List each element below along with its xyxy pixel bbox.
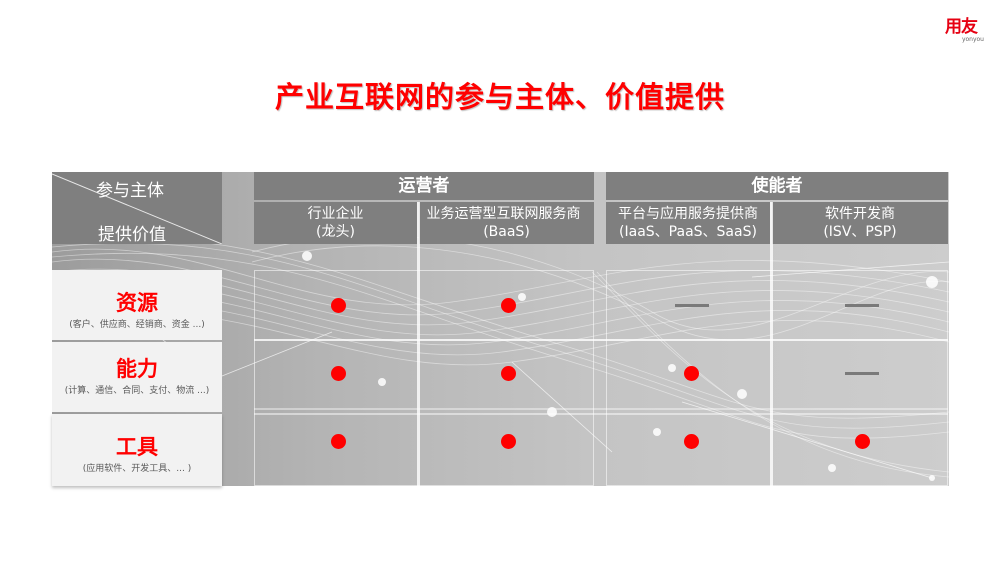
logo-text-cn: 用友 [945, 17, 978, 37]
yonyou-logo: 用友 yonyou [938, 18, 984, 43]
marker-dot-resources-industry [331, 298, 346, 313]
row-title: 工具 [116, 435, 158, 459]
column-divider [770, 202, 773, 486]
marker-dot-tools-baas [501, 434, 516, 449]
slide-title: 产业互联网的参与主体、价值提供 [274, 80, 725, 114]
row-divider [254, 408, 948, 410]
row-divider [254, 413, 948, 415]
corner-bottom-label: 提供价值 [98, 225, 166, 245]
grid-operators [254, 270, 594, 486]
column-sub: (BaaS) [483, 224, 530, 240]
column-name: 业务运营型互联网服务商 [426, 206, 581, 222]
row-desc: (计算、通信、合同、支付、物流 ...) [64, 386, 210, 396]
group-header-enablers: 使能者 [606, 172, 948, 200]
row-label-resources: 资源 (客户、供应商、经销商、资金 ...) [52, 270, 222, 340]
marker-dot-capabilities-baas [501, 366, 516, 381]
marker-dot-capabilities-industry [331, 366, 346, 381]
marker-dash-resources-platform [675, 304, 709, 307]
column-sub: (IaaS、PaaS、SaaS) [619, 224, 757, 240]
row-desc: (客户、供应商、经销商、资金 ...) [69, 320, 205, 330]
marker-dot-tools-industry [331, 434, 346, 449]
column-header-software-developer: 软件开发商 (ISV、PSP) [772, 202, 948, 244]
row-label-capabilities: 能力 (计算、通信、合同、支付、物流 ...) [52, 342, 222, 412]
column-name: 行业企业 [307, 206, 364, 222]
column-sub: (ISV、PSP) [823, 224, 897, 240]
row-desc: (应用软件、开发工具、... ) [82, 464, 192, 474]
group-header-operators: 运营者 [254, 172, 594, 200]
marker-dash-resources-software [845, 304, 879, 307]
marker-dot-tools-platform [684, 434, 699, 449]
diagonal-divider [52, 173, 222, 244]
column-divider [417, 202, 420, 486]
column-sub: (龙头) [316, 224, 355, 240]
column-header-industry-enterprise: 行业企业 (龙头) [254, 202, 417, 244]
row-title: 能力 [116, 357, 158, 381]
logo-text-en: yonyou [961, 36, 984, 43]
column-name: 平台与应用服务提供商 [618, 206, 758, 222]
corner-header: 参与主体 提供价值 [52, 172, 222, 245]
marker-dash-capabilities-software [845, 372, 879, 375]
row-label-tools: 工具 (应用软件、开发工具、... ) [52, 414, 222, 486]
marker-dot-tools-software [855, 434, 870, 449]
row-divider [254, 339, 948, 341]
row-title: 资源 [116, 291, 158, 315]
marker-dot-resources-baas [501, 298, 516, 313]
column-header-platform-provider: 平台与应用服务提供商 (IaaS、PaaS、SaaS) [606, 202, 770, 244]
grid-enablers [606, 270, 948, 486]
column-header-baas: 业务运营型互联网服务商 (BaaS) [419, 202, 594, 244]
marker-dot-capabilities-platform [684, 366, 699, 381]
column-name: 软件开发商 [825, 206, 895, 222]
corner-top-label: 参与主体 [96, 181, 164, 201]
